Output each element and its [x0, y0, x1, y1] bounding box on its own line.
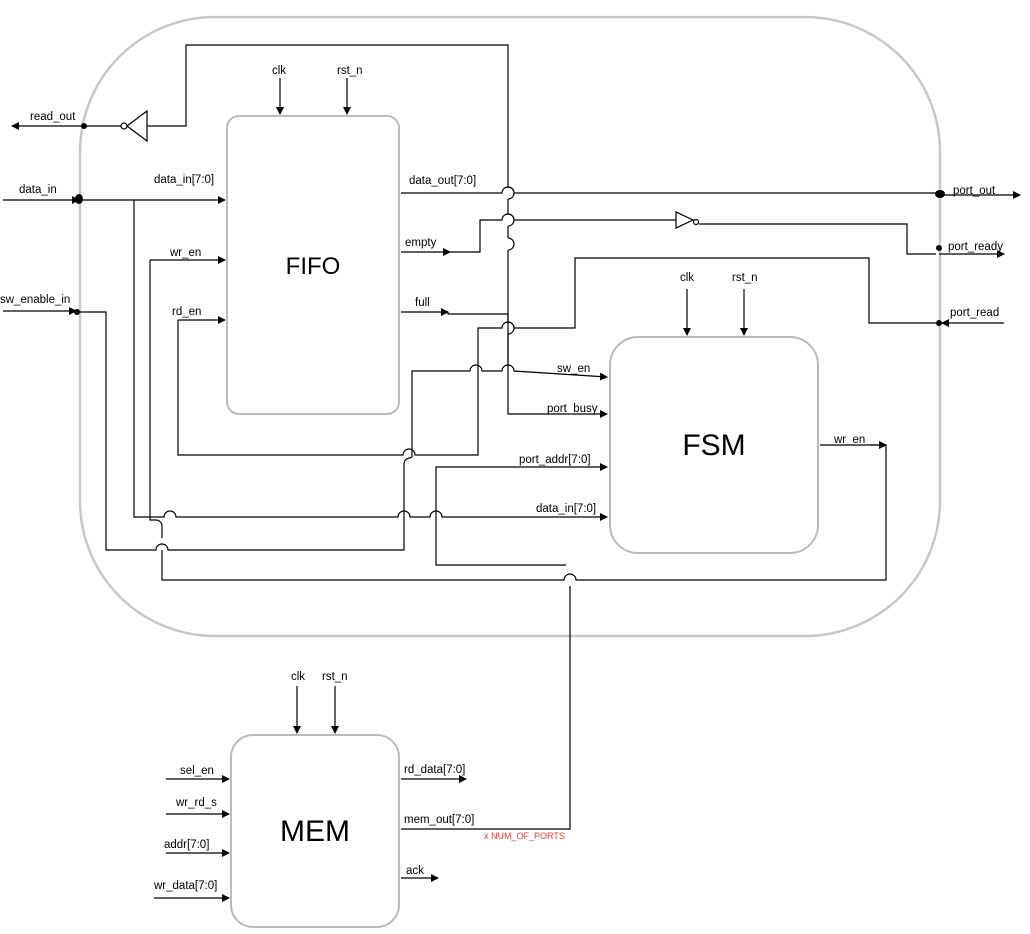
port-ready-drive-wire	[699, 223, 936, 255]
port-read-label: port_read	[950, 307, 999, 319]
trunk-hops	[507, 186, 515, 335]
port-ready-label: port_ready	[948, 241, 1003, 253]
port-read-internal-wire	[514, 257, 936, 329]
fifo-rst-label: rst_n	[337, 65, 363, 77]
fifo-rd-en-label: rd_en	[172, 306, 201, 318]
num-of-ports-annotation: x NUM_OF_PORTS	[484, 831, 565, 841]
fifo-title: FIFO	[286, 253, 341, 280]
fifo-block	[226, 115, 400, 415]
wr-en-to-fifo-wire	[149, 260, 163, 538]
port-read-dot	[936, 320, 942, 326]
fsm-data-in-label: data_in[7:0]	[536, 503, 596, 515]
data-out-to-port-out-wire	[401, 186, 936, 194]
port-module-outline	[78, 15, 942, 638]
mem-addr-label: addr[7:0]	[164, 839, 209, 851]
rd-en-loop-wire	[177, 320, 479, 456]
sw-enable-loop-wire	[77, 311, 413, 551]
mem-wr-data-label: wr_data[7:0]	[153, 880, 217, 892]
empty-to-port-ready-wire	[450, 213, 676, 253]
fifo-full-label: full	[415, 297, 430, 309]
inverter-read-icon	[126, 109, 148, 143]
read-out-feedback-wire	[147, 44, 509, 180]
fsm-title: FSM	[682, 429, 745, 462]
mem-ack-label: ack	[406, 865, 424, 877]
read-out-label: read_out	[30, 111, 76, 123]
fsm-sw-en-label: sw_en	[557, 363, 590, 375]
port-addr-from-mem-wire	[435, 509, 566, 566]
mem-sel-en-label: sel_en	[180, 765, 214, 777]
port-addr-wire	[435, 463, 608, 509]
fsm-port-addr-label: port_addr[7:0]	[519, 454, 591, 466]
sw-en-wire	[411, 364, 608, 457]
port-ready-dot	[936, 245, 942, 251]
fsm-clk-label: clk	[680, 272, 694, 284]
fsm-rst-label: rst_n	[732, 272, 758, 284]
mem-title: MEM	[280, 815, 350, 848]
mem-rst-label: rst_n	[322, 671, 348, 683]
fifo-empty-label: empty	[405, 237, 437, 249]
mem-wr-rd-s-label: wr_rd_s	[175, 797, 217, 809]
fsm-port-busy-label: port_busy	[547, 403, 598, 415]
inverter-empty-bubble	[692, 218, 700, 226]
data-in-label: data_in	[19, 184, 57, 196]
fifo-wr-en-label: wr_en	[169, 247, 201, 259]
port-out-label: port_out	[953, 185, 996, 197]
data-in-dot	[75, 194, 83, 204]
fsm-wr-en-label: wr_en	[833, 434, 865, 446]
port-out-dot	[935, 190, 945, 198]
sw-enable-in-label: sw_enable_in	[0, 294, 70, 306]
fifo-data-in-label: data_in[7:0]	[154, 174, 214, 186]
mem-out-bus-wire	[401, 586, 571, 830]
fsm-block	[609, 336, 819, 554]
inverter-read-bubble	[120, 122, 128, 130]
fifo-data-out-label: data_out[7:0]	[409, 175, 476, 187]
mem-block	[230, 734, 400, 928]
mem-rd-data-label: rd_data[7:0]	[404, 764, 465, 776]
inverter-empty-icon	[675, 211, 695, 229]
fsm-wr-en-wire	[161, 444, 887, 581]
fifo-clk-label: clk	[272, 65, 286, 77]
mem-out-label: mem_out[7:0]	[404, 814, 474, 826]
mem-clk-label: clk	[291, 671, 305, 683]
